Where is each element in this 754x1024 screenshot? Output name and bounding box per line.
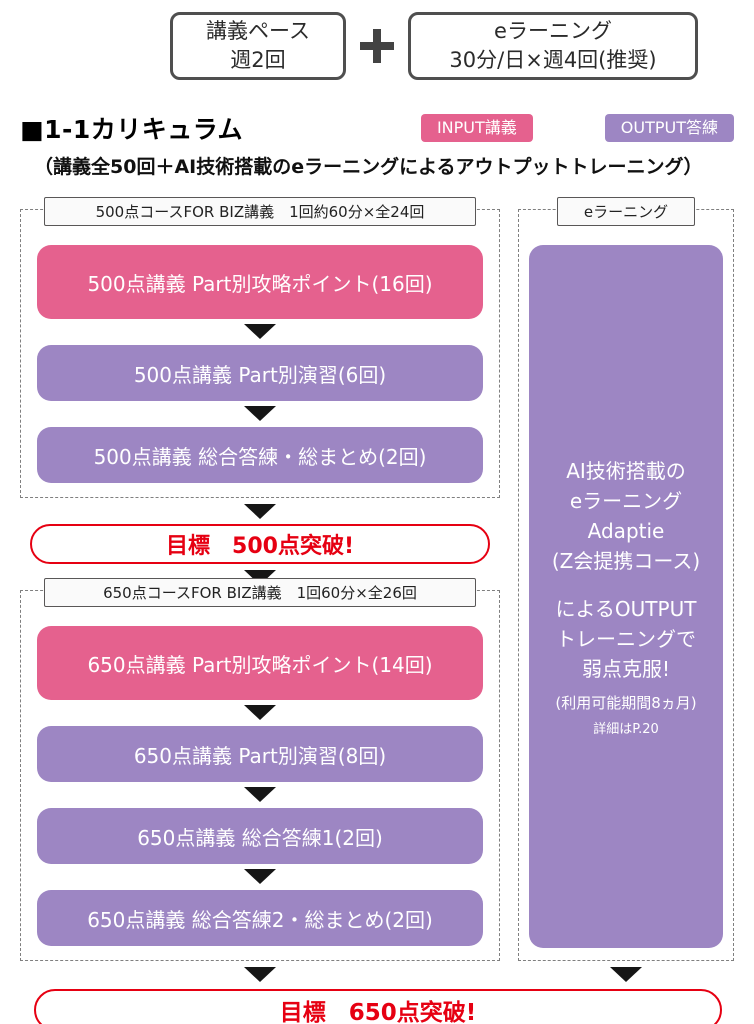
- plus-icon: [360, 29, 394, 63]
- down-arrow-icon: [610, 967, 642, 982]
- elearning-text-1: AI技術搭載の eラーニング Adaptie (Z会提携コース): [551, 459, 701, 573]
- elearning-column: eラーニング AI技術搭載の eラーニング Adaptie (Z会提携コース) …: [518, 197, 734, 987]
- down-arrow-icon: [244, 787, 276, 802]
- course-650-step-1: 650点講義 Part別攻略ポイント(14回): [37, 626, 483, 700]
- course-500-label: 500点コースFOR BIZ講義 1回約60分×全24回: [44, 197, 476, 226]
- elearning-text-2: によるOUTPUT トレーニングで 弱点克服!: [555, 597, 697, 681]
- lecture-column: 500点コースFOR BIZ講義 1回約60分×全24回 500点講義 Part…: [20, 197, 500, 987]
- course-650-step-4: 650点講義 総合答練2・総まとめ(2回): [37, 890, 483, 946]
- course-500-step-2: 500点講義 Part別演習(6回): [37, 345, 483, 401]
- output-practice-badge: OUTPUT答練: [604, 114, 734, 142]
- elearning-section: eラーニング AI技術搭載の eラーニング Adaptie (Z会提携コース) …: [518, 197, 734, 961]
- course-650-section: 650点コースFOR BIZ講義 1回60分×全26回 650点講義 Part別…: [20, 578, 500, 961]
- down-arrow-icon: [244, 406, 276, 421]
- lecture-pace-box: 講義ペース 週2回: [170, 12, 346, 80]
- curriculum-flow: 500点コースFOR BIZ講義 1回約60分×全24回 500点講義 Part…: [20, 197, 734, 987]
- study-pace-summary: 講義ペース 週2回 eラーニング 30分/日×週4回(推奨): [170, 12, 698, 80]
- elearning-pace-box: eラーニング 30分/日×週4回(推奨): [408, 12, 698, 80]
- down-arrow-icon: [244, 705, 276, 720]
- input-lecture-badge: INPUT講義: [420, 114, 533, 142]
- course-500-step-1: 500点講義 Part別攻略ポイント(16回): [37, 245, 483, 319]
- elearning-pace-text: eラーニング 30分/日×週4回(推奨): [449, 18, 657, 72]
- down-arrow-icon: [244, 504, 276, 519]
- elearning-label: eラーニング: [556, 197, 696, 226]
- goal-650-box: 目標 650点突破!: [34, 989, 722, 1024]
- lecture-pace-text: 講義ペース 週2回: [206, 18, 310, 72]
- elearning-note-period: (利用可能期間8ヵ月): [555, 694, 697, 712]
- course-650-step-2: 650点講義 Part別演習(8回): [37, 726, 483, 782]
- header-row: ■1-1カリキュラム INPUT講義 OUTPUT答練: [20, 110, 734, 146]
- curriculum-subtitle: （講義全50回＋AI技術搭載のeラーニングによるアウトプットトレーニング）: [34, 156, 703, 178]
- elearning-note-detail: 詳細はP.20: [593, 722, 659, 737]
- course-500-section: 500点コースFOR BIZ講義 1回約60分×全24回 500点講義 Part…: [20, 197, 500, 498]
- elearning-box: AI技術搭載の eラーニング Adaptie (Z会提携コース) によるOUTP…: [529, 245, 723, 948]
- down-arrow-icon: [244, 967, 276, 982]
- course-650-label: 650点コースFOR BIZ講義 1回60分×全26回: [44, 578, 476, 607]
- down-arrow-icon: [244, 869, 276, 884]
- page-title: ■1-1カリキュラム: [20, 115, 244, 144]
- course-500-step-3: 500点講義 総合答練・総まとめ(2回): [37, 427, 483, 483]
- course-650-step-3: 650点講義 総合答練1(2回): [37, 808, 483, 864]
- goal-500-box: 目標 500点突破!: [30, 524, 490, 564]
- down-arrow-icon: [244, 324, 276, 339]
